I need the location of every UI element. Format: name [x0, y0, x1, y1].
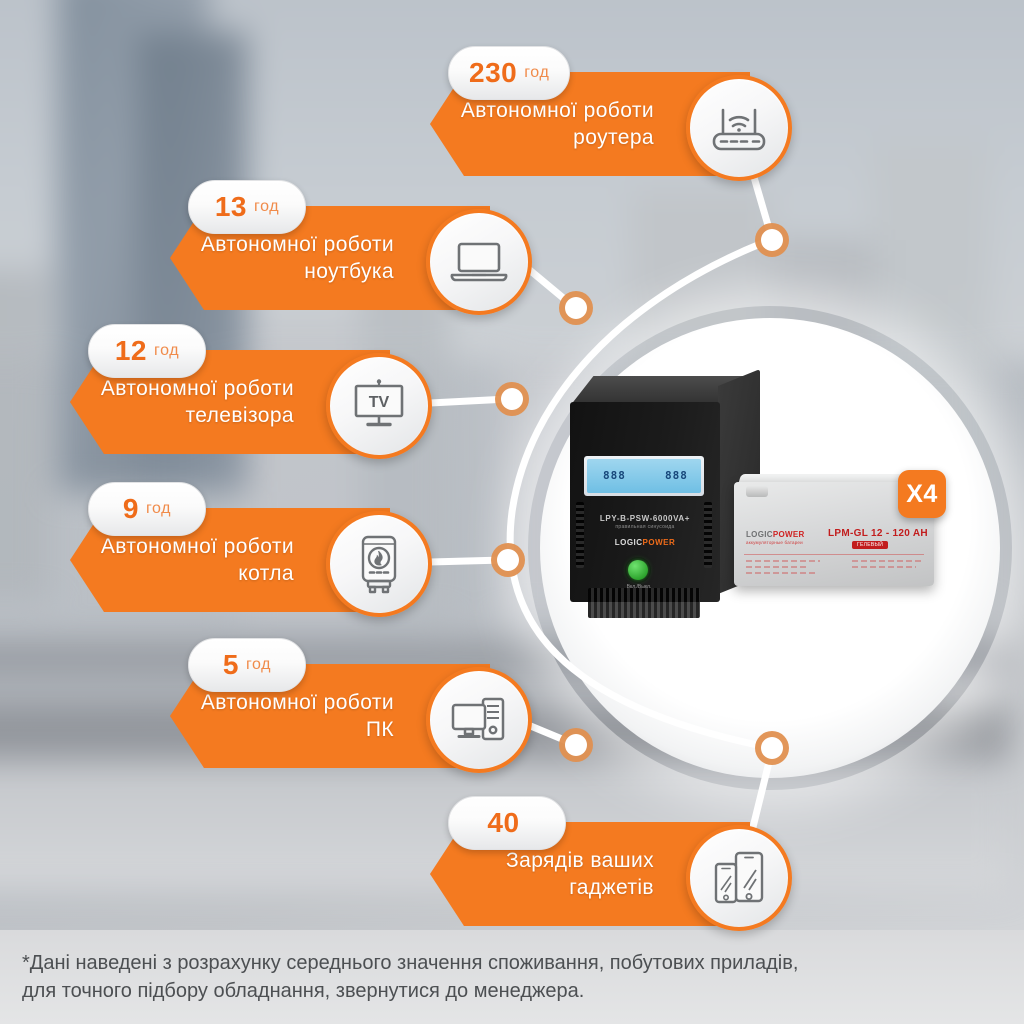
battery-label-divider: [744, 554, 924, 555]
footnote-text: *Дані наведені з розрахунку середнього з…: [22, 952, 799, 1002]
battery-fineprint: [852, 560, 922, 562]
ups-power-button-label: Вкл./Выкл.: [626, 584, 652, 590]
quantity-badge: X4: [898, 470, 946, 518]
banner-text-pc: Автономної роботи ПК: [200, 690, 394, 741]
ups-unit: 888 888 LPY-B-PSW-6000VA+ правильная син…: [570, 369, 760, 618]
boiler-flame-icon: [326, 511, 432, 617]
stat-item-router[interactable]: Автономної роботи роутера 230 год: [430, 46, 792, 181]
ups-vent-left: [576, 502, 584, 568]
value-pill-boiler: 9 год: [88, 482, 206, 536]
ups-vent-bottom: [588, 588, 700, 618]
tv-icon-label: TV: [369, 394, 390, 411]
footer-band: [0, 930, 1024, 1024]
banner-text-laptop: Автономної роботи ноутбука: [200, 232, 394, 283]
brand-primary: LOGIC: [746, 530, 773, 539]
banner-text-router: Автономної роботи роутера: [460, 98, 654, 149]
value-pill-pc: 5 год: [188, 638, 306, 692]
desktop-pc-icon: [426, 667, 532, 773]
banner-text-gadgets: Зарядів ваших гаджетів: [506, 848, 654, 899]
tv-icon: TV: [326, 353, 432, 459]
battery-fineprint: [852, 566, 916, 568]
brand-primary: LOGIC: [614, 538, 643, 547]
wifi-router-icon: [686, 75, 792, 181]
battery-type-badge: ГЕЛЕВЫЙ: [852, 541, 889, 549]
ups-model-label: LPY-B-PSW-6000VA+: [599, 514, 691, 523]
laptop-icon: [426, 209, 532, 315]
ups-brand-logo: LOGICPOWER: [570, 538, 720, 547]
value-pill-router: 230 год: [448, 46, 571, 100]
ups-lcd-screen: 888 888: [587, 459, 701, 493]
value-number: 13: [214, 191, 247, 222]
ups-front-face: 888 888 LPY-B-PSW-6000VA+ правильная син…: [570, 402, 720, 618]
value-number: 40: [487, 807, 520, 838]
battery-fineprint: [746, 560, 820, 562]
value-unit: год: [245, 656, 272, 673]
value-unit: год: [153, 342, 180, 359]
stat-item-tv[interactable]: Автономної роботи телевізора 12 год TV: [70, 324, 432, 459]
value-number: 12: [114, 335, 147, 366]
phone-tablet-icon: [686, 825, 792, 931]
battery-model-label: LPM-GL 12 - 120 AH: [828, 528, 928, 539]
building: [0, 270, 50, 600]
battery-terminal-negative: [746, 486, 768, 497]
value-number: 9: [122, 493, 139, 524]
battery-brand-sub: аккумуляторные батареи: [746, 540, 803, 545]
stat-item-laptop[interactable]: Автономної роботи ноутбука 13 год: [170, 180, 532, 315]
battery-brand-logo: LOGICPOWER: [746, 530, 805, 539]
brand-accent: POWER: [642, 538, 676, 547]
product-photo: 888 888 LPY-B-PSW-6000VA+ правильная син…: [556, 368, 956, 636]
lcd-value-right: 888: [665, 469, 688, 482]
value-pill-laptop: 13 год: [188, 180, 306, 234]
value-unit: год: [145, 500, 172, 517]
ups-lcd: 888 888: [584, 456, 704, 496]
value-number: 5: [222, 649, 239, 680]
brand-accent: POWER: [772, 530, 805, 539]
battery-fineprint: [746, 572, 816, 574]
stat-item-gadgets[interactable]: Зарядів ваших гаджетів 40: [430, 796, 792, 931]
ups-subtitle: правильная синусоида: [615, 524, 675, 530]
value-pill-gadgets: 40: [448, 796, 566, 850]
stat-item-boiler[interactable]: Автономної роботи котла 9 год: [70, 482, 432, 617]
lcd-value-left: 888: [603, 469, 626, 482]
stat-item-pc[interactable]: Автономної роботи ПК 5 год: [170, 638, 532, 773]
battery-fineprint: [746, 566, 808, 568]
value-pill-tv: 12 год: [88, 324, 206, 378]
value-number: 230: [469, 57, 518, 88]
ups-power-button[interactable]: [628, 560, 648, 580]
value-unit: год: [524, 64, 550, 81]
banner-text-boiler: Автономної роботи котла: [100, 534, 294, 585]
value-unit: год: [253, 198, 280, 215]
banner-text-tv: Автономної роботи телевізора: [100, 376, 294, 427]
ups-vent-right: [704, 502, 712, 568]
